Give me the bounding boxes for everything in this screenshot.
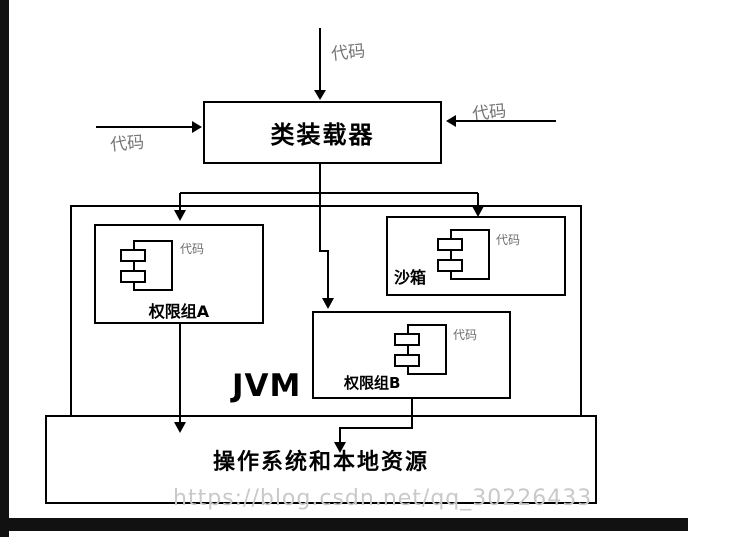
- watermark-text: https://blog.csdn.net/qq_30226433: [173, 486, 593, 511]
- jvm-label: JVM: [232, 368, 302, 404]
- bottom-edge-bar: [0, 518, 688, 531]
- component-icon-sandbox-tab2: [437, 259, 463, 272]
- component-icon-a-body: [133, 240, 173, 291]
- top-code-note: 代码: [330, 41, 367, 65]
- sandbox-code-label: 代码: [496, 233, 521, 247]
- component-icon-sandbox-tab1: [437, 238, 463, 251]
- arrow-top-head: [314, 90, 326, 100]
- arrow-left-head: [192, 121, 202, 133]
- class-loader-box: 类装载器: [203, 101, 442, 164]
- os-resources-label: 操作系统和本地资源: [212, 449, 429, 475]
- component-icon-a-tab1: [120, 249, 146, 262]
- component-icon-b-tab2: [394, 354, 420, 367]
- right-code-note: 代码: [471, 101, 508, 125]
- perm-b-code-label: 代码: [453, 328, 478, 342]
- left-edge-bar: [0, 0, 9, 537]
- os-resources-box: 操作系统和本地资源: [45, 415, 597, 504]
- component-icon-a-tab2: [120, 270, 146, 283]
- arrow-right-head: [446, 115, 456, 127]
- perm-a-code-label: 代码: [180, 242, 205, 256]
- left-code-note: 代码: [109, 132, 146, 156]
- perm-b-label: 权限组B: [344, 374, 401, 392]
- sandbox-label: 沙箱: [394, 268, 427, 287]
- component-icon-sandbox-body: [450, 229, 490, 280]
- component-icon-b-body: [407, 324, 447, 375]
- class-loader-label: 类装载器: [270, 121, 375, 149]
- perm-a-label: 权限组A: [148, 302, 210, 321]
- component-icon-b-tab1: [394, 333, 420, 346]
